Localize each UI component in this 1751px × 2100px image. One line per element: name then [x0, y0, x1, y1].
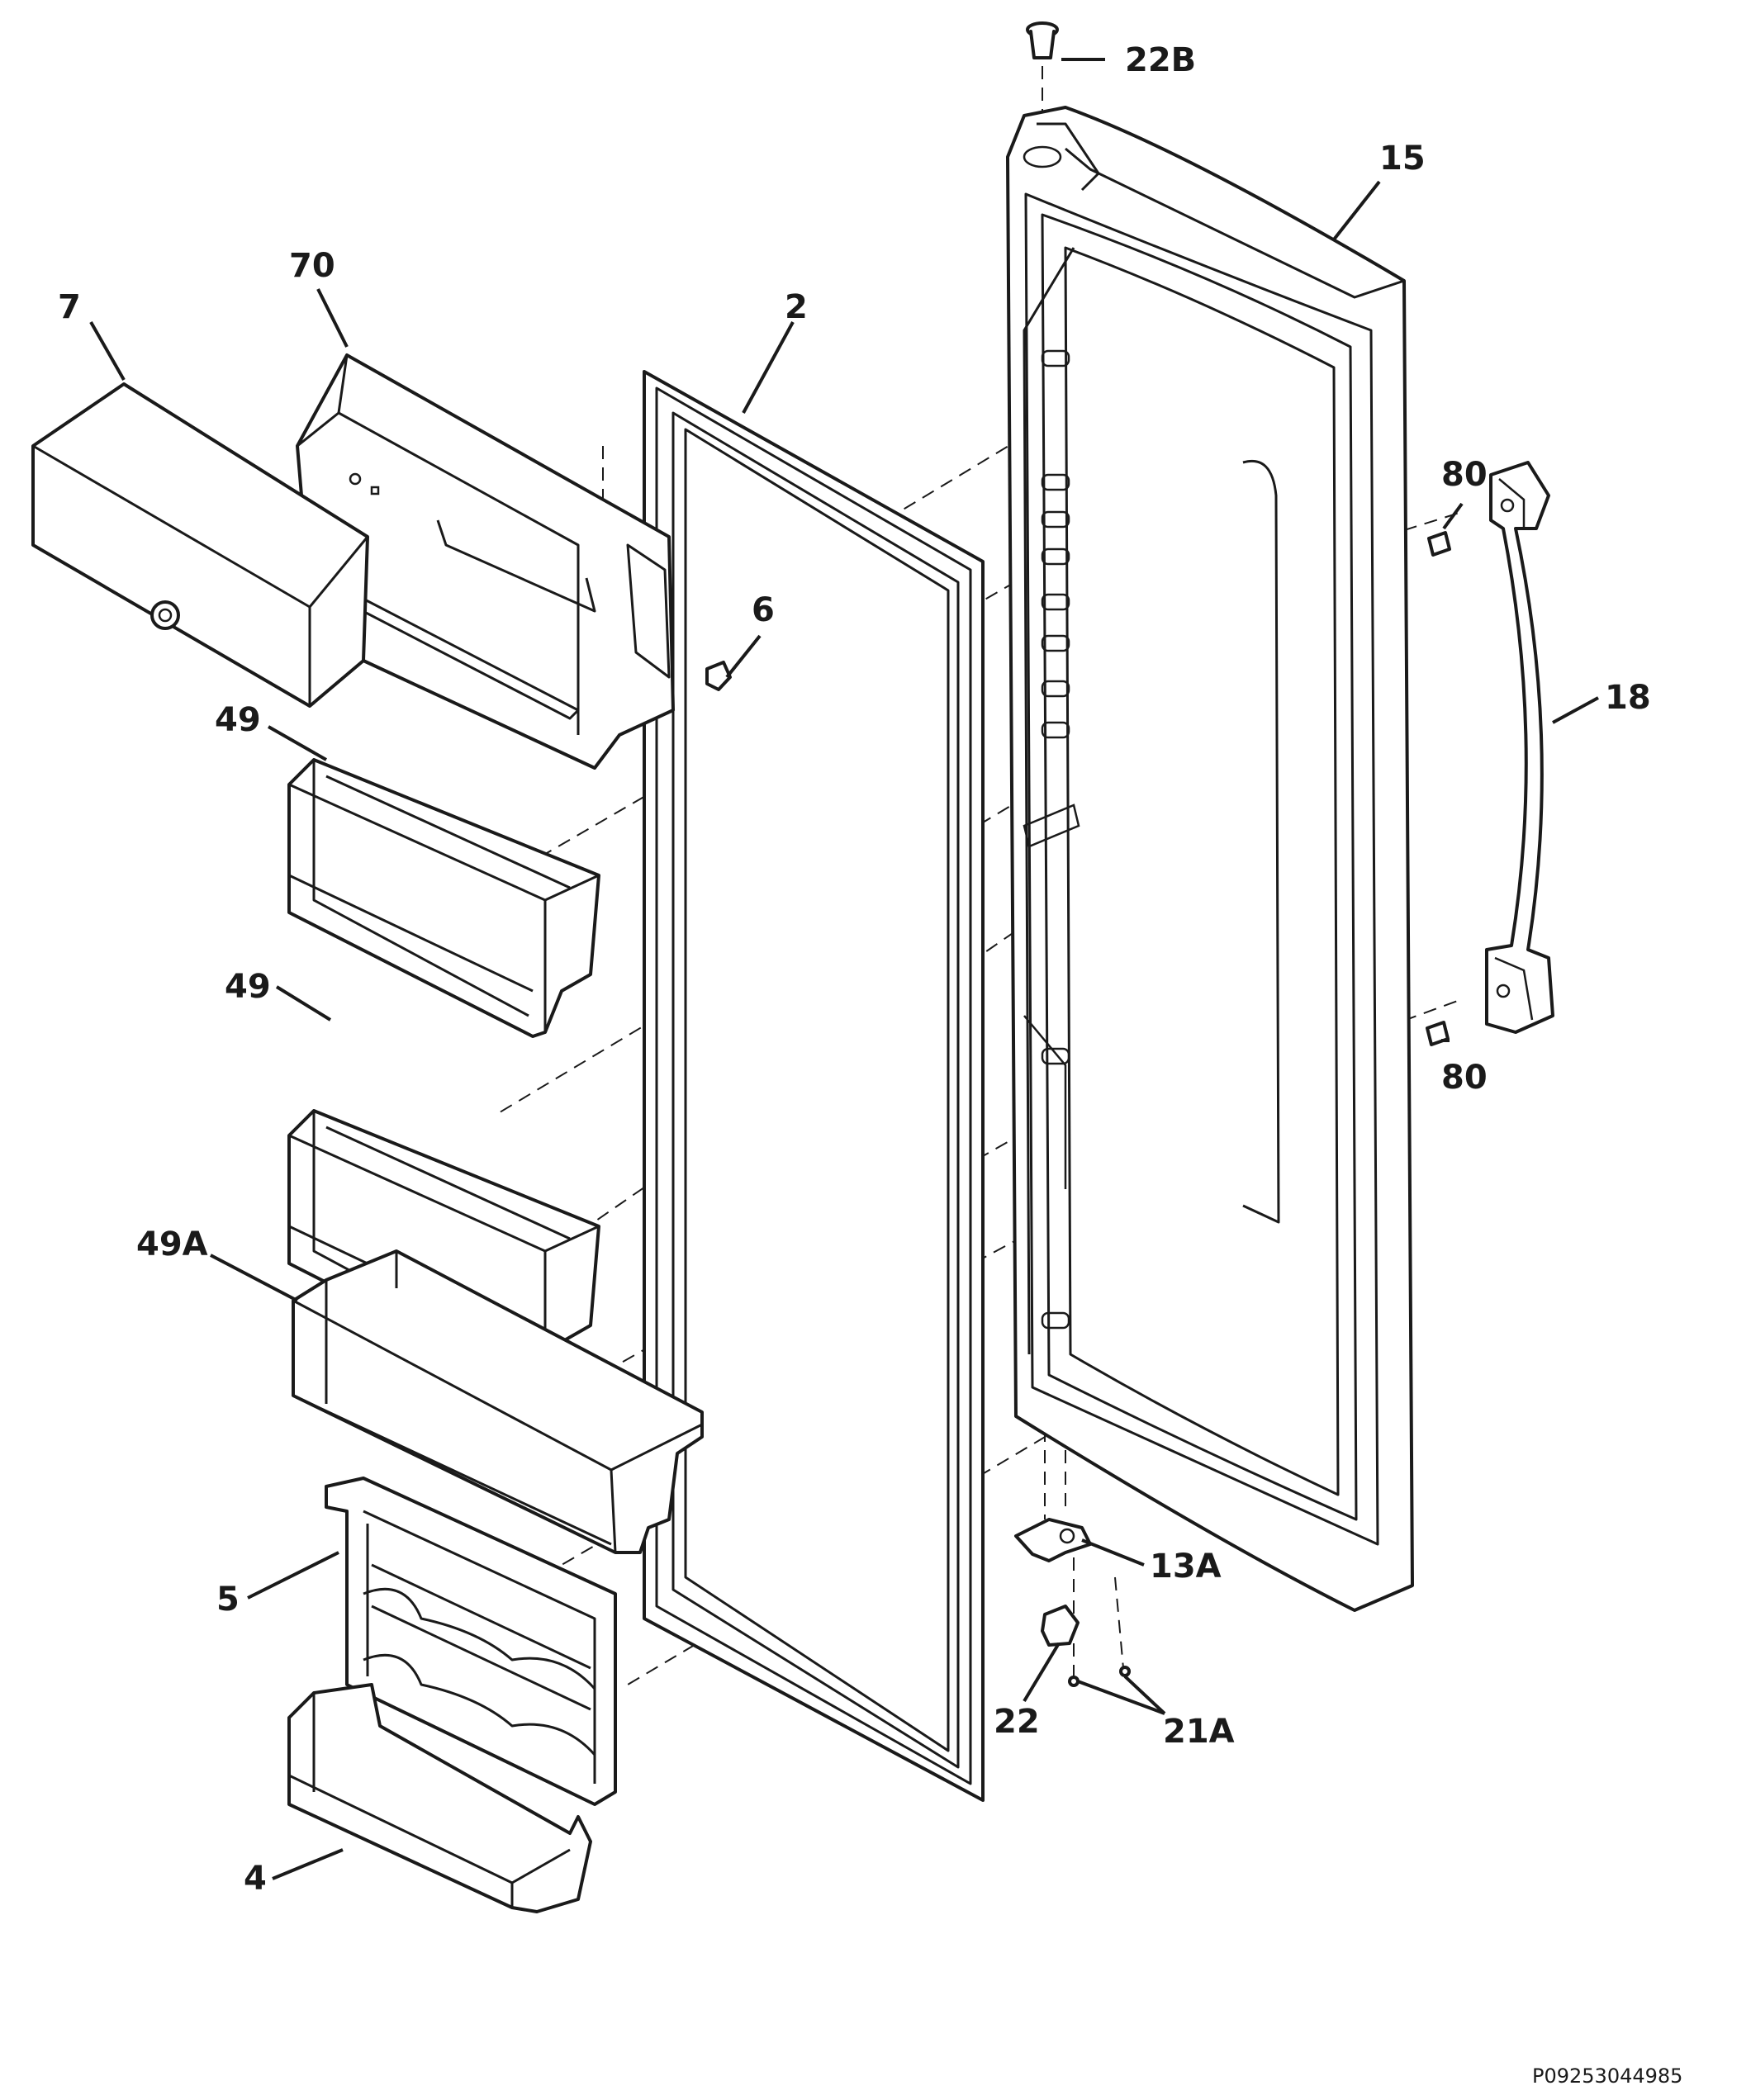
- callout-15: 15: [1379, 140, 1426, 178]
- callout-80-top: 80: [1441, 456, 1488, 494]
- callout-70: 70: [289, 247, 335, 285]
- callout-22B: 22B: [1125, 41, 1196, 79]
- leader-lines: [89, 58, 1599, 1880]
- shelf-support-pegs: [1041, 349, 1070, 1330]
- document-id: P09253044985: [1532, 2064, 1682, 2088]
- hinge-plate: [1014, 1518, 1092, 1562]
- callout-7: 7: [58, 288, 81, 326]
- callout-22: 22: [994, 1703, 1040, 1741]
- callout-2: 2: [785, 288, 808, 326]
- door-handle: [1485, 461, 1554, 1034]
- callout-80-bottom: 80: [1441, 1059, 1488, 1097]
- door-gasket: [643, 370, 985, 1802]
- callout-21A: 21A: [1163, 1713, 1235, 1751]
- callout-labels: 22B 15 70 7 2 80 6 18 49 49 80 49A 13A 5…: [58, 41, 1651, 1898]
- bushing-22B: [1026, 21, 1059, 59]
- handle-screw-top: [1427, 531, 1451, 557]
- clip-6: [705, 661, 732, 691]
- bottle-rack: [325, 1477, 617, 1806]
- callout-18: 18: [1605, 679, 1651, 717]
- hinge-screws: [1068, 1666, 1131, 1687]
- dairy-door: [31, 382, 369, 708]
- door-bin-large: [292, 1249, 704, 1554]
- callout-49-top: 49: [215, 701, 261, 739]
- callout-4: 4: [244, 1860, 267, 1898]
- callout-49A: 49A: [136, 1225, 208, 1263]
- callout-49-middle: 49: [225, 968, 271, 1006]
- callout-13A: 13A: [1150, 1548, 1222, 1586]
- door-panel: [1006, 106, 1414, 1612]
- callout-5: 5: [216, 1581, 240, 1619]
- door-bin-bottom: [287, 1683, 592, 1913]
- callout-6: 6: [752, 591, 775, 629]
- hinge-bushing: [1041, 1605, 1080, 1647]
- door-bin-top: [287, 758, 600, 1038]
- dairy-housing: [296, 353, 675, 770]
